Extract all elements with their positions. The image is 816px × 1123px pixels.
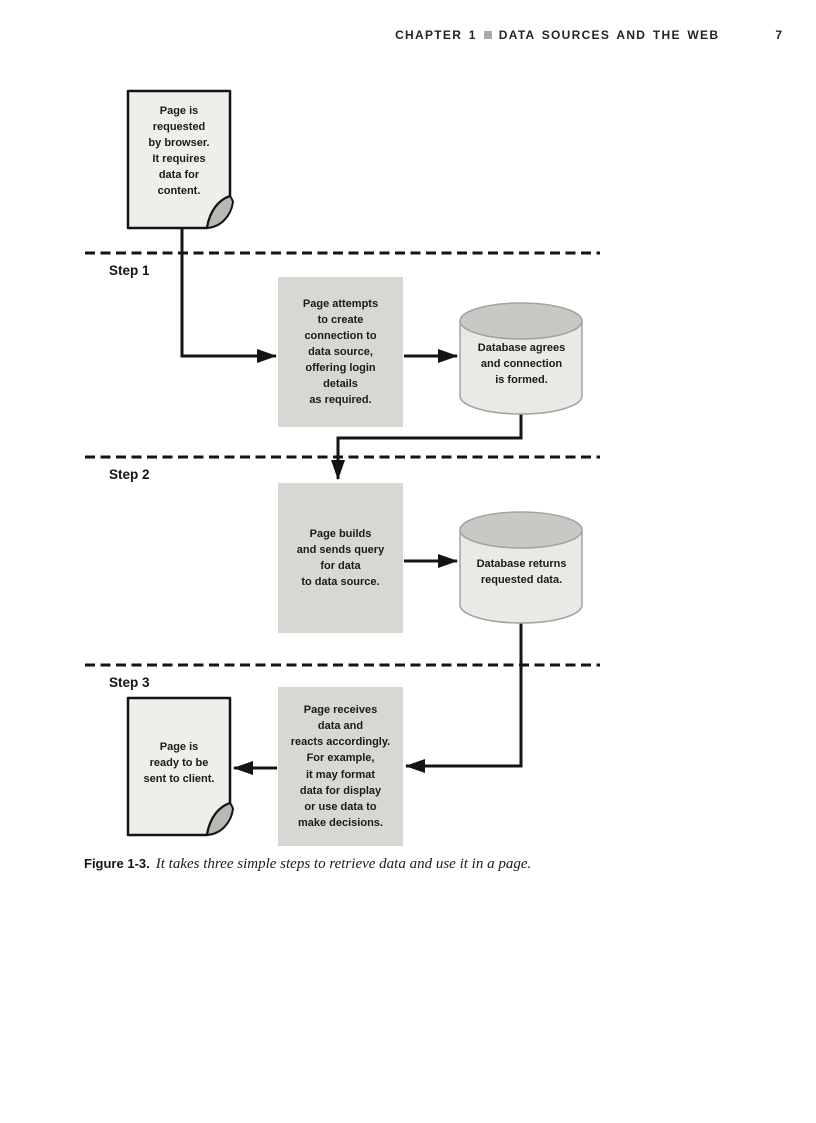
database-step2-shape — [459, 511, 583, 624]
connector-db2-to-step3-box — [405, 612, 523, 773]
step2-process-text: Page builds and sends query for data to … — [296, 527, 385, 589]
caption-label: Figure 1-3. — [84, 856, 150, 871]
page-number: 7 — [775, 28, 782, 42]
document-end-text: Page is ready to be sent to client. — [143, 741, 215, 786]
database-step2-top — [459, 511, 583, 549]
step3-process-text: Page receives data and reacts accordingl… — [290, 704, 391, 829]
section-marker-icon — [483, 31, 492, 40]
database-step1-text: Database agrees and connection is formed… — [477, 342, 566, 387]
step3-label: Step 3 — [109, 675, 150, 690]
running-head: CHAPTER 1 DATA SOURCES AND THE WEB — [395, 28, 719, 42]
step3-process-box: Page receives data and reacts accordingl… — [278, 687, 403, 846]
step2-process-box: Page builds and sends query for data to … — [278, 483, 403, 633]
database-step1-body — [459, 321, 583, 415]
document-start-shape — [126, 89, 234, 230]
step1-process-box: Page attempts to create connection to da… — [278, 277, 403, 427]
document-start-fold — [206, 195, 234, 229]
chapter-title: DATA SOURCES AND THE WEB — [498, 28, 720, 42]
step2-label: Step 2 — [109, 467, 150, 482]
database-step2-body — [459, 530, 583, 624]
document-end-shape — [126, 696, 234, 837]
database-step1-top — [459, 302, 583, 340]
document-start-text: Page is requested by browser. It require… — [148, 105, 210, 198]
database-step2-text: Database returns requested data. — [476, 558, 567, 587]
caption-text: It takes three simple steps to retrieve … — [155, 856, 532, 872]
step1-process-text: Page attempts to create connection to da… — [302, 297, 379, 407]
document-end-fold — [206, 802, 234, 836]
connector-doc-to-step1-box — [180, 225, 277, 363]
step1-label: Step 1 — [109, 263, 150, 278]
chapter-label: CHAPTER 1 — [395, 28, 477, 42]
figure-caption: Figure 1-3. It takes three simple steps t… — [84, 855, 704, 873]
database-step1-shape — [459, 302, 583, 415]
page-header: CHAPTER 1 DATA SOURCES AND THE WEB 7 — [0, 28, 782, 42]
